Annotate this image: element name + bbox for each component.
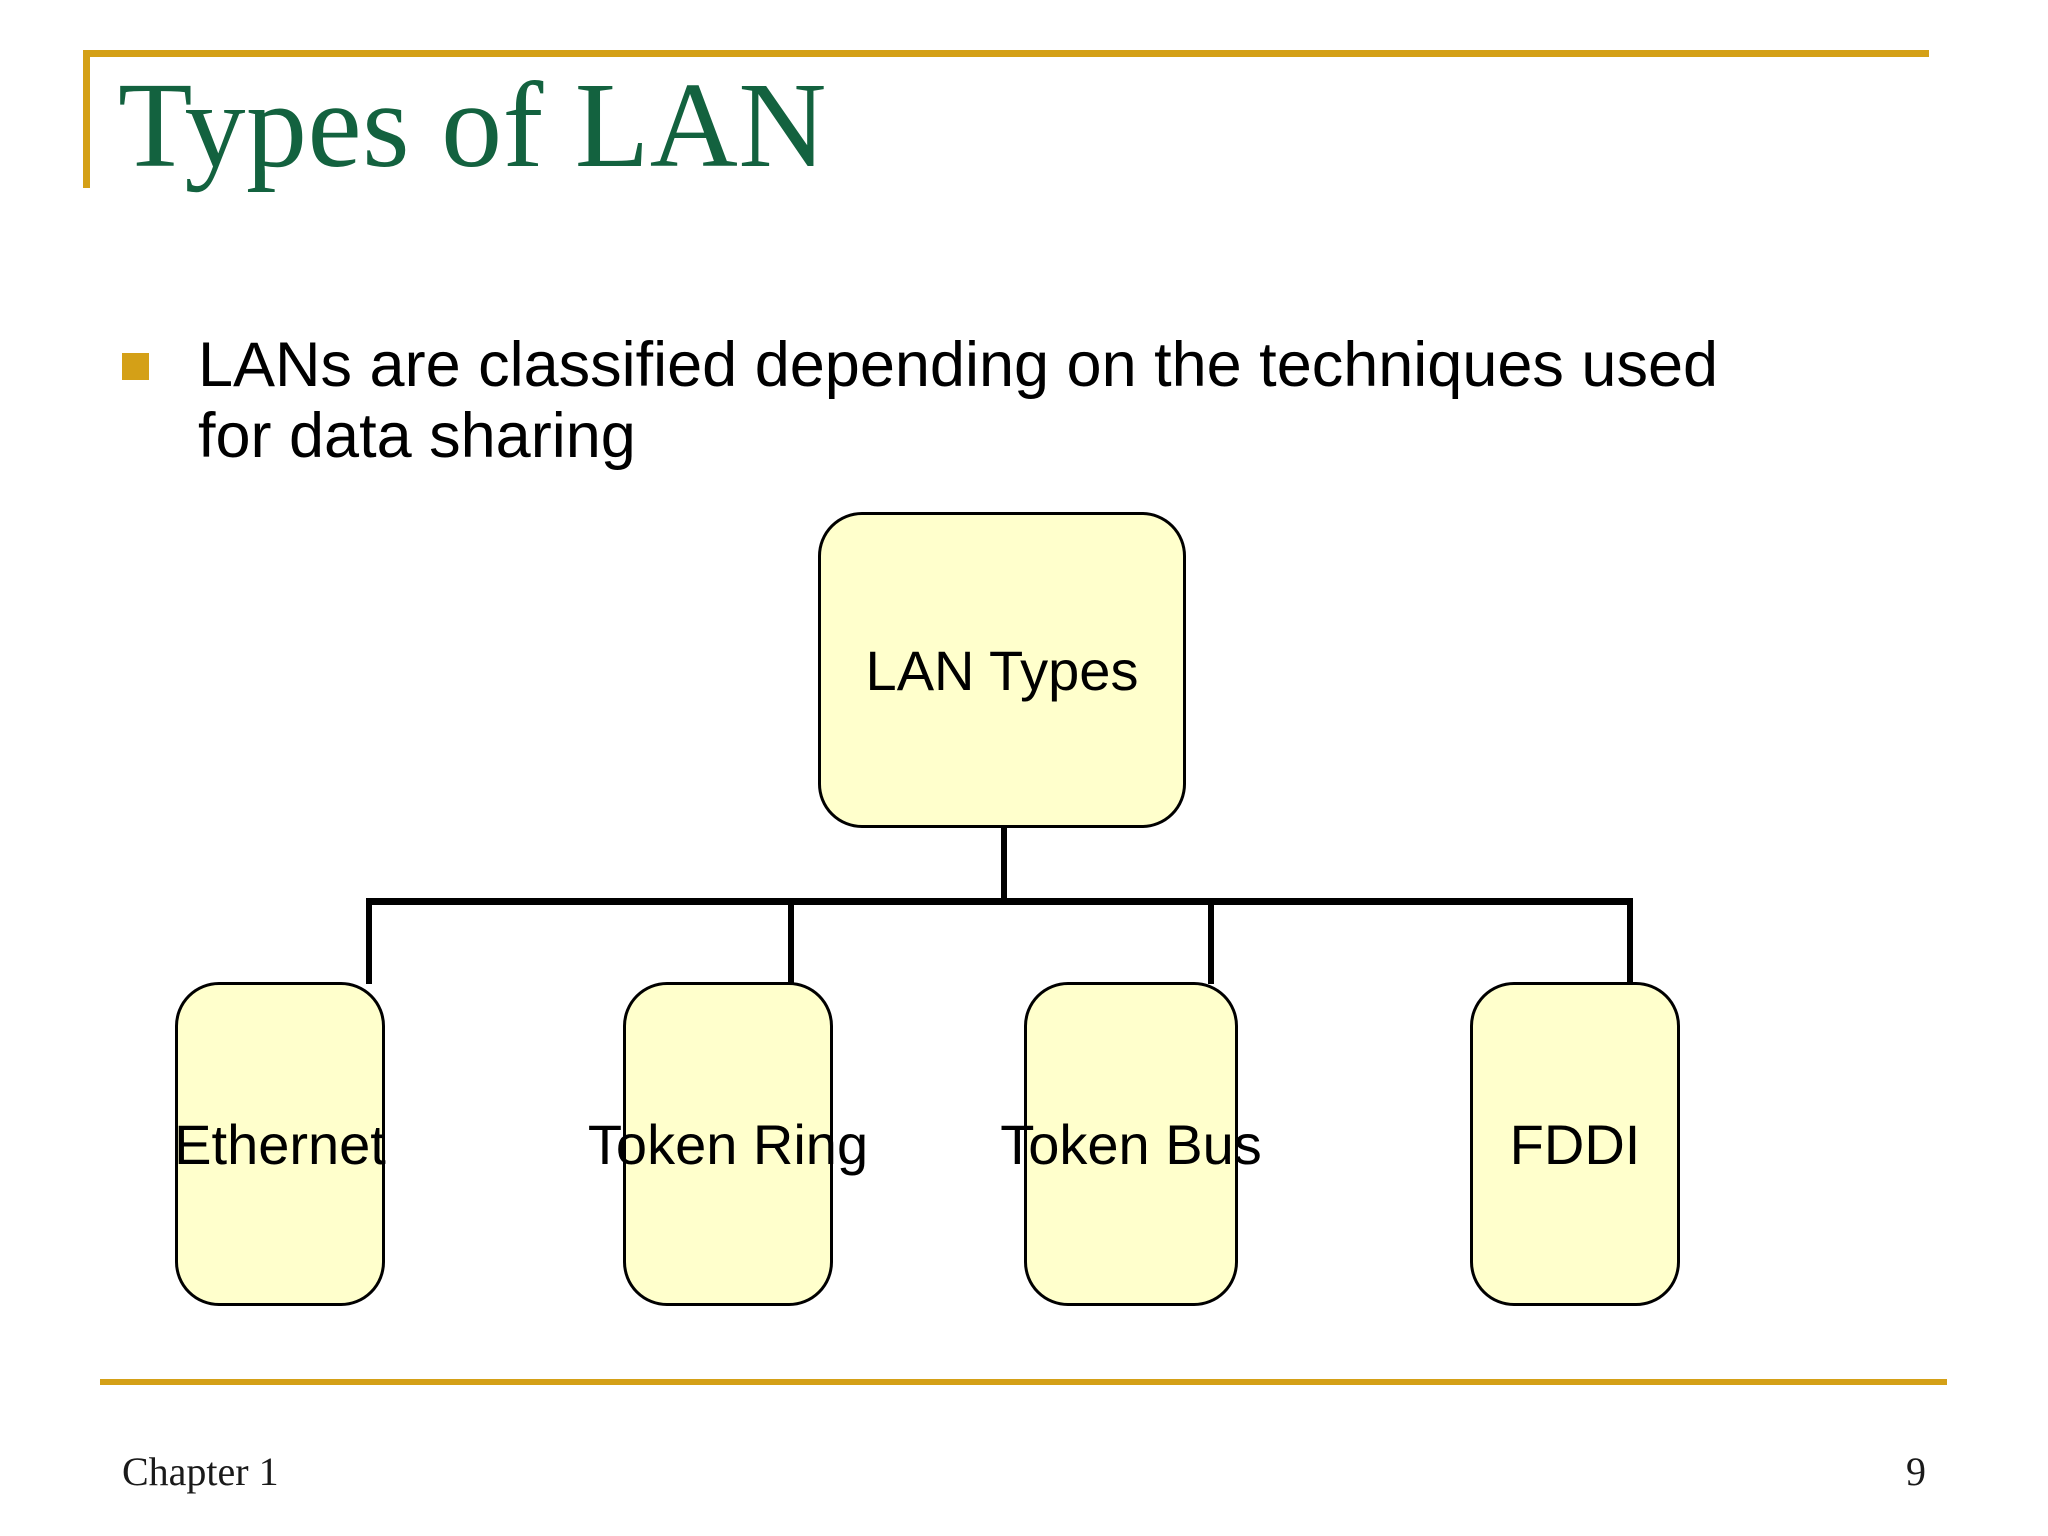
page-title: Types of LAN — [118, 58, 827, 193]
diagram-node-ethernet-label: Ethernet — [174, 1112, 386, 1176]
diagram-node-ethernet: Ethernet — [174, 982, 386, 1306]
connector-drop-token-ring — [788, 898, 794, 984]
diagram-node-token-bus-label: Token Bus — [1000, 1112, 1262, 1176]
diagram-node-root-label: LAN Types — [865, 638, 1139, 702]
footer-page-number: 9 — [1906, 1449, 1926, 1494]
connector-trunk — [1001, 828, 1007, 904]
diagram-node-root: LAN Types — [818, 512, 1186, 828]
header-rule-horizontal — [83, 50, 1929, 57]
footer-rule — [100, 1379, 1947, 1385]
diagram-node-token-ring: Token Ring — [588, 982, 868, 1306]
connector-drop-fddi — [1627, 898, 1633, 984]
diagram-node-token-bus: Token Bus — [1000, 982, 1262, 1306]
header-rule-vertical — [83, 50, 90, 188]
connector-drop-ethernet — [366, 898, 372, 984]
diagram-node-fddi-label: FDDI — [1509, 1112, 1641, 1176]
footer-chapter-label: Chapter 1 — [122, 1449, 279, 1494]
diagram-node-fddi: FDDI — [1470, 982, 1680, 1306]
connector-horizontal-bus — [366, 898, 1633, 905]
bullet-item-label: LANs are classified depending on the tec… — [198, 330, 1719, 471]
square-bullet-icon — [122, 353, 149, 380]
connector-drop-token-bus — [1208, 898, 1214, 984]
diagram-node-token-ring-label: Token Ring — [587, 1112, 869, 1176]
bullet-list-item: LANs are classified depending on the tec… — [122, 330, 1882, 471]
